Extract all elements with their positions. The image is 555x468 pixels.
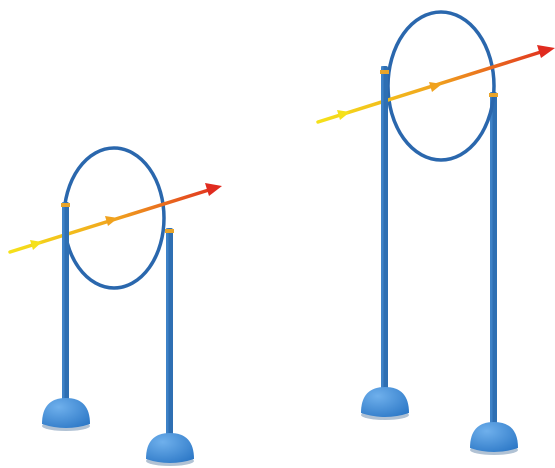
left-clamp	[61, 203, 70, 207]
right-pole	[166, 228, 173, 440]
tall-hoop-stand	[316, 10, 555, 455]
right-pole	[490, 92, 497, 434]
left-base	[42, 398, 90, 431]
right-clamp	[165, 229, 174, 233]
direction-arrow-icon	[8, 183, 222, 254]
hoop-ring	[386, 10, 496, 162]
left-clamp	[380, 70, 389, 74]
left-base	[361, 387, 409, 420]
right-clamp	[489, 93, 498, 97]
right-base	[470, 422, 518, 455]
left-pole	[381, 66, 388, 396]
left-pole	[62, 202, 69, 407]
short-hoop-stand	[8, 146, 222, 466]
right-base	[146, 433, 194, 466]
direction-arrow-icon	[316, 45, 555, 124]
